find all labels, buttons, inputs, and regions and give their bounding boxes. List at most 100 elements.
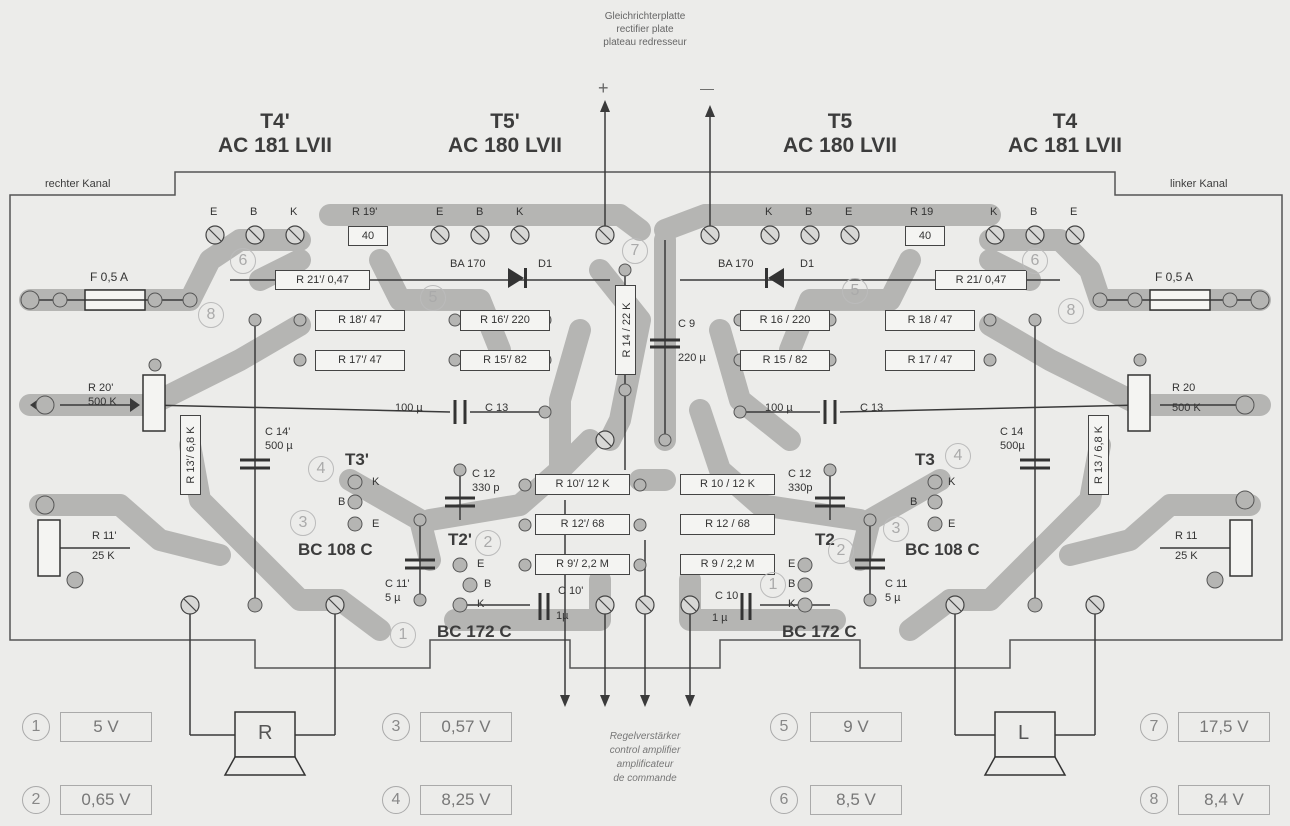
testpoint-8-right: 8 (1058, 298, 1084, 324)
c14-right-label: C 14 (1000, 426, 1024, 438)
diode-right-label: BA 170 (718, 258, 754, 270)
rectifier-plate-label: Gleichrichterplatte rectifier plate plat… (560, 10, 730, 49)
resistor-r18-left: R 18'/ 47 (315, 310, 405, 331)
ctrl-label-de: Regelverstärker (609, 731, 681, 742)
testpoint-5-left: 5 (420, 285, 446, 311)
testpoint-6-left: 6 (230, 248, 256, 274)
pin-b-3: B (805, 206, 813, 218)
voltage-legend-num-6: 6 (770, 786, 798, 814)
c13-left-value: 100 µ (395, 402, 423, 414)
ctrl-label-en: control amplifier (609, 745, 681, 756)
t2-right-pin-k: K (788, 598, 796, 610)
voltage-legend-num-7: 7 (1140, 713, 1168, 741)
rectifier-label-de: Gleichrichterplatte (604, 11, 686, 22)
resistor-r12-left: R 12'/ 68 (535, 514, 630, 535)
r11-right-label: R 11 (1175, 530, 1198, 542)
pin-b-2: B (476, 206, 484, 218)
t2-left-pin-k: K (477, 598, 485, 610)
c10-right-label: C 10 (715, 590, 739, 602)
r20-left-label: R 20' (88, 382, 114, 394)
t2-left-pin-e: E (477, 558, 485, 570)
mounting-screws (180, 225, 1105, 615)
testpoint-2-left: 2 (475, 530, 501, 556)
diode-right-id: D1 (800, 258, 815, 270)
resistor-r17-right: R 17 / 47 (885, 350, 975, 371)
control-amplifier-label: Regelverstärker control amplifier amplif… (545, 730, 745, 786)
resistor-r17-left: R 17'/ 47 (315, 350, 405, 371)
diodes (508, 268, 784, 288)
r11-right-value: 25 K (1175, 550, 1198, 562)
ctrl-label-fr: amplificateur (616, 759, 674, 770)
voltage-legend-num-1: 1 (22, 713, 50, 741)
pin-e-1: E (210, 206, 218, 218)
t3-left-pin-k: K (372, 476, 380, 488)
c10-left-label: C 10' (558, 585, 584, 597)
t3-left-label: T3' (345, 450, 369, 469)
t2-left-pin-b: B (484, 578, 492, 590)
testpoint-3-left: 3 (290, 510, 316, 536)
t3-right-pin-e: E (948, 518, 956, 530)
board-outline (9, 171, 1283, 669)
testpoint-1-right: 1 (760, 572, 786, 598)
testpoint-7: 7 (622, 238, 648, 264)
rectifier-label-en: rectifier plate (616, 24, 674, 35)
testpoint-1-left: 1 (390, 622, 416, 648)
c11-right-value: 5 µ (885, 592, 901, 604)
testpoint-4-right: 4 (945, 443, 971, 469)
c12-left-label: C 12 (472, 468, 496, 480)
resistor-r14: R 14 / 22 K (615, 285, 636, 375)
resistor-r9-left: R 9'/ 2,2 M (535, 554, 630, 575)
transistor-header-t5-prime: T5'AC 180 LVII (448, 110, 562, 157)
diode-left-id: D1 (538, 258, 553, 270)
testpoint-4-left: 4 (308, 456, 334, 482)
voltage-legend-value-8: 8,4 V (1178, 785, 1270, 815)
plus-terminal-label: + (598, 78, 609, 98)
r11-left-label: R 11' (92, 530, 117, 542)
c9-value: 220 µ (678, 352, 706, 364)
rectifier-label-fr: plateau redresseur (603, 37, 687, 48)
speaker-left-label: L (1018, 722, 1030, 744)
resistor-r10-left: R 10'/ 12 K (535, 474, 630, 495)
capacitors (240, 338, 1050, 620)
pin-k-2: K (516, 206, 524, 218)
c11-left-value: 5 µ (385, 592, 401, 604)
pin-e-2: E (436, 206, 444, 218)
pin-k-4: K (990, 206, 998, 218)
resistor-r19-right: 40 (905, 226, 945, 246)
fuse-left-label: F 0,5 A (90, 270, 129, 284)
voltage-legend-value-1: 5 V (60, 712, 152, 742)
bc172-left-label: BC 172 C (437, 622, 512, 641)
resistor-r21-left: R 21'/ 0,47 (275, 270, 370, 290)
c12-right-value: 330p (788, 482, 813, 494)
voltage-legend-value-7: 17,5 V (1178, 712, 1270, 742)
voltage-legend-num-4: 4 (382, 786, 410, 814)
resistor-r15-right: R 15 / 82 (740, 350, 830, 371)
c13-left-label: C 13 (485, 402, 509, 414)
c10-right-value: 1 µ (712, 612, 728, 624)
testpoint-8-left: 8 (198, 302, 224, 328)
resistor-r13-right: R 13 / 6,8 K (1088, 415, 1109, 495)
voltage-legend-num-2: 2 (22, 786, 50, 814)
pin-e-3: E (845, 206, 853, 218)
c10-left-value: 1µ (556, 610, 569, 622)
testpoint-3-right: 3 (883, 516, 909, 542)
testpoint-6-right: 6 (1022, 248, 1048, 274)
fuse-right-label: F 0,5 A (1155, 270, 1194, 284)
r20-right-label: R 20 (1172, 382, 1196, 394)
c14-right-value: 500µ (1000, 440, 1025, 452)
r19-left-label: R 19' (352, 206, 378, 218)
voltage-legend-value-6: 8,5 V (810, 785, 902, 815)
t3-left-pin-b: B (338, 496, 346, 508)
c11-right-label: C 11 (885, 578, 908, 590)
fuses (84, 289, 1211, 311)
speaker-right-label: R (258, 722, 273, 744)
c12-right-label: C 12 (788, 468, 812, 480)
speakers (223, 711, 1067, 776)
resistor-r19-left: 40 (348, 226, 388, 246)
t3-left-pin-e: E (372, 518, 380, 530)
voltage-legend-value-4: 8,25 V (420, 785, 512, 815)
t2-right-pin-b: B (788, 578, 796, 590)
left-channel-label: linker Kanal (1170, 178, 1228, 190)
potentiometers (37, 374, 1253, 577)
